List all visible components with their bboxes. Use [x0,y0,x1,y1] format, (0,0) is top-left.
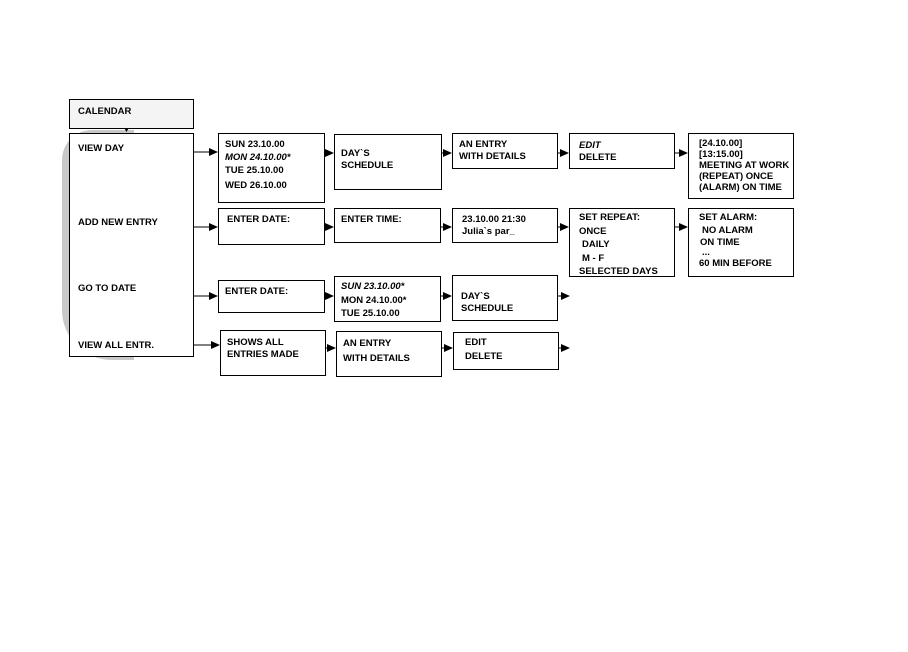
detail-alarm: (ALARM) ON TIME [699,182,782,193]
date-item: WED 26.10.00 [225,180,287,191]
delete-action[interactable]: DELETE [579,152,617,163]
detail-repeat: (REPEAT) ONCE [699,171,774,182]
schedule-to-entry-arrowhead [443,149,452,157]
set-repeat-title: SET REPEAT: [579,212,641,223]
schedule-label: SCHEDULE [341,160,394,171]
enter-time-label: ENTER TIME: [341,214,402,225]
set-alarm-title: SET ALARM: [699,212,758,223]
view-day-actions-box: EDIT DELETE [569,133,675,169]
menu-item-view-day[interactable]: VIEW DAY [78,143,125,154]
calendar-label: CALENDAR [78,106,132,117]
set-repeat-box: SET REPEAT: ONCE DAILY M - F SELECTED DA… [569,208,675,277]
schedule-label: DAY`S [341,148,370,159]
view-day-dates-box[interactable]: SUN 23.10.00 MON 24.10.00* TUE 25.10.00 … [218,133,325,203]
calendar-box[interactable]: CALENDAR [69,99,194,129]
entry-label: AN ENTRY [459,139,508,150]
date-item-selected: MON 24.10.00* [225,152,291,163]
entry-text-input[interactable]: Julia`s par_ [462,226,515,237]
edit-action[interactable]: EDIT [579,140,601,151]
main-menu: VIEW DAY ADD NEW ENTRY GO TO DATE VIEW A… [69,133,194,357]
entry-label: WITH DETAILS [459,151,526,162]
add-entry-time-box[interactable]: ENTER TIME: [334,208,441,243]
view-day-entry-box[interactable]: AN ENTRY WITH DETAILS [452,133,558,169]
date-item-selected: SUN 23.10.00* [341,281,405,292]
add-entry-date-box[interactable]: ENTER DATE: [218,208,325,245]
shows-all-label: SHOWS ALL [227,337,284,348]
entry-label: WITH DETAILS [343,353,410,364]
detail-date: [24.10.00] [699,138,743,149]
view-all-shows-box[interactable]: SHOWS ALL ENTRIES MADE [220,330,326,376]
entry-label: AN ENTRY [343,338,392,349]
date-item: SUN 23.10.00 [225,139,285,150]
date-to-time-arrowhead [325,223,334,231]
alarm-option-none[interactable]: NO ALARM [702,225,753,236]
view-all-to-shows-arrowhead [211,341,220,349]
alarm-option-more: ... [702,247,710,258]
date-item: MON 24.10.00* [341,294,407,306]
entry-to-actions-2-arrowhead [444,344,453,352]
date-item: TUE 25.10.00 [225,165,284,176]
schedule-label: SCHEDULE [461,303,514,314]
shows-to-entry-arrowhead [327,344,336,352]
input-to-dates-arrowhead [325,292,334,300]
schedule-label: DAY`S [461,291,490,302]
view-all-entry-box[interactable]: AN ENTRY WITH DETAILS [336,331,442,377]
menu-item-add-new-entry[interactable]: ADD NEW ENTRY [78,217,158,228]
add-entry-to-date-arrowhead [209,223,218,231]
repeat-option-selected-days[interactable]: SELECTED DAYS [579,266,658,277]
enter-date-label: ENTER DATE: [225,286,289,297]
date-item: TUE 25.10.00 [341,308,400,319]
add-entry-text-box[interactable]: 23.10.00 21:30 Julia`s par_ [452,208,558,243]
dates-to-schedule-arrowhead [325,149,334,157]
entry-datetime: 23.10.00 21:30 [462,214,526,225]
alarm-option-60-min[interactable]: 60 MIN BEFORE [699,258,772,269]
view-day-schedule-box[interactable]: DAY`S SCHEDULE [334,134,442,190]
repeat-option-weekdays[interactable]: M - F [582,252,605,264]
text-to-repeat-arrowhead [560,223,569,231]
view-all-actions-box: EDIT DELETE [453,332,559,370]
set-alarm-box: SET ALARM: NO ALARM ON TIME ... 60 MIN B… [688,208,794,277]
entry-details-box: [24.10.00] [13:15.00] MEETING AT WORK (R… [688,133,794,199]
alarm-option-on-time[interactable]: ON TIME [700,237,740,248]
go-to-date-input-box[interactable]: ENTER DATE: [218,280,325,313]
menu-item-go-to-date[interactable]: GO TO DATE [78,283,137,294]
dates-to-schedule-2-arrowhead [443,292,452,300]
delete-action[interactable]: DELETE [465,351,503,362]
repeat-to-alarm-arrowhead [679,223,688,231]
go-to-date-dates-box[interactable]: SUN 23.10.00* MON 24.10.00* TUE 25.10.00 [334,276,441,322]
go-to-date-to-input-arrowhead [209,292,218,300]
menu-item-view-all-entries[interactable]: VIEW ALL ENTR. [78,340,154,351]
actions-out-arrowhead [561,344,570,352]
shows-all-label: ENTRIES MADE [227,349,299,360]
schedule-out-arrowhead [561,292,570,300]
edit-action[interactable]: EDIT [465,337,487,348]
repeat-option-daily[interactable]: DAILY [582,239,610,250]
repeat-option-once[interactable]: ONCE [579,225,607,237]
detail-title: MEETING AT WORK [699,160,790,171]
time-to-text-arrowhead [443,223,452,231]
go-to-date-schedule-box[interactable]: DAY`S SCHEDULE [452,275,558,321]
detail-time: [13:15.00] [699,149,743,160]
entry-to-actions-arrowhead [560,149,569,157]
actions-to-details-arrowhead [679,149,688,157]
enter-date-label: ENTER DATE: [227,214,291,225]
view-day-to-dates-arrowhead [209,148,218,156]
